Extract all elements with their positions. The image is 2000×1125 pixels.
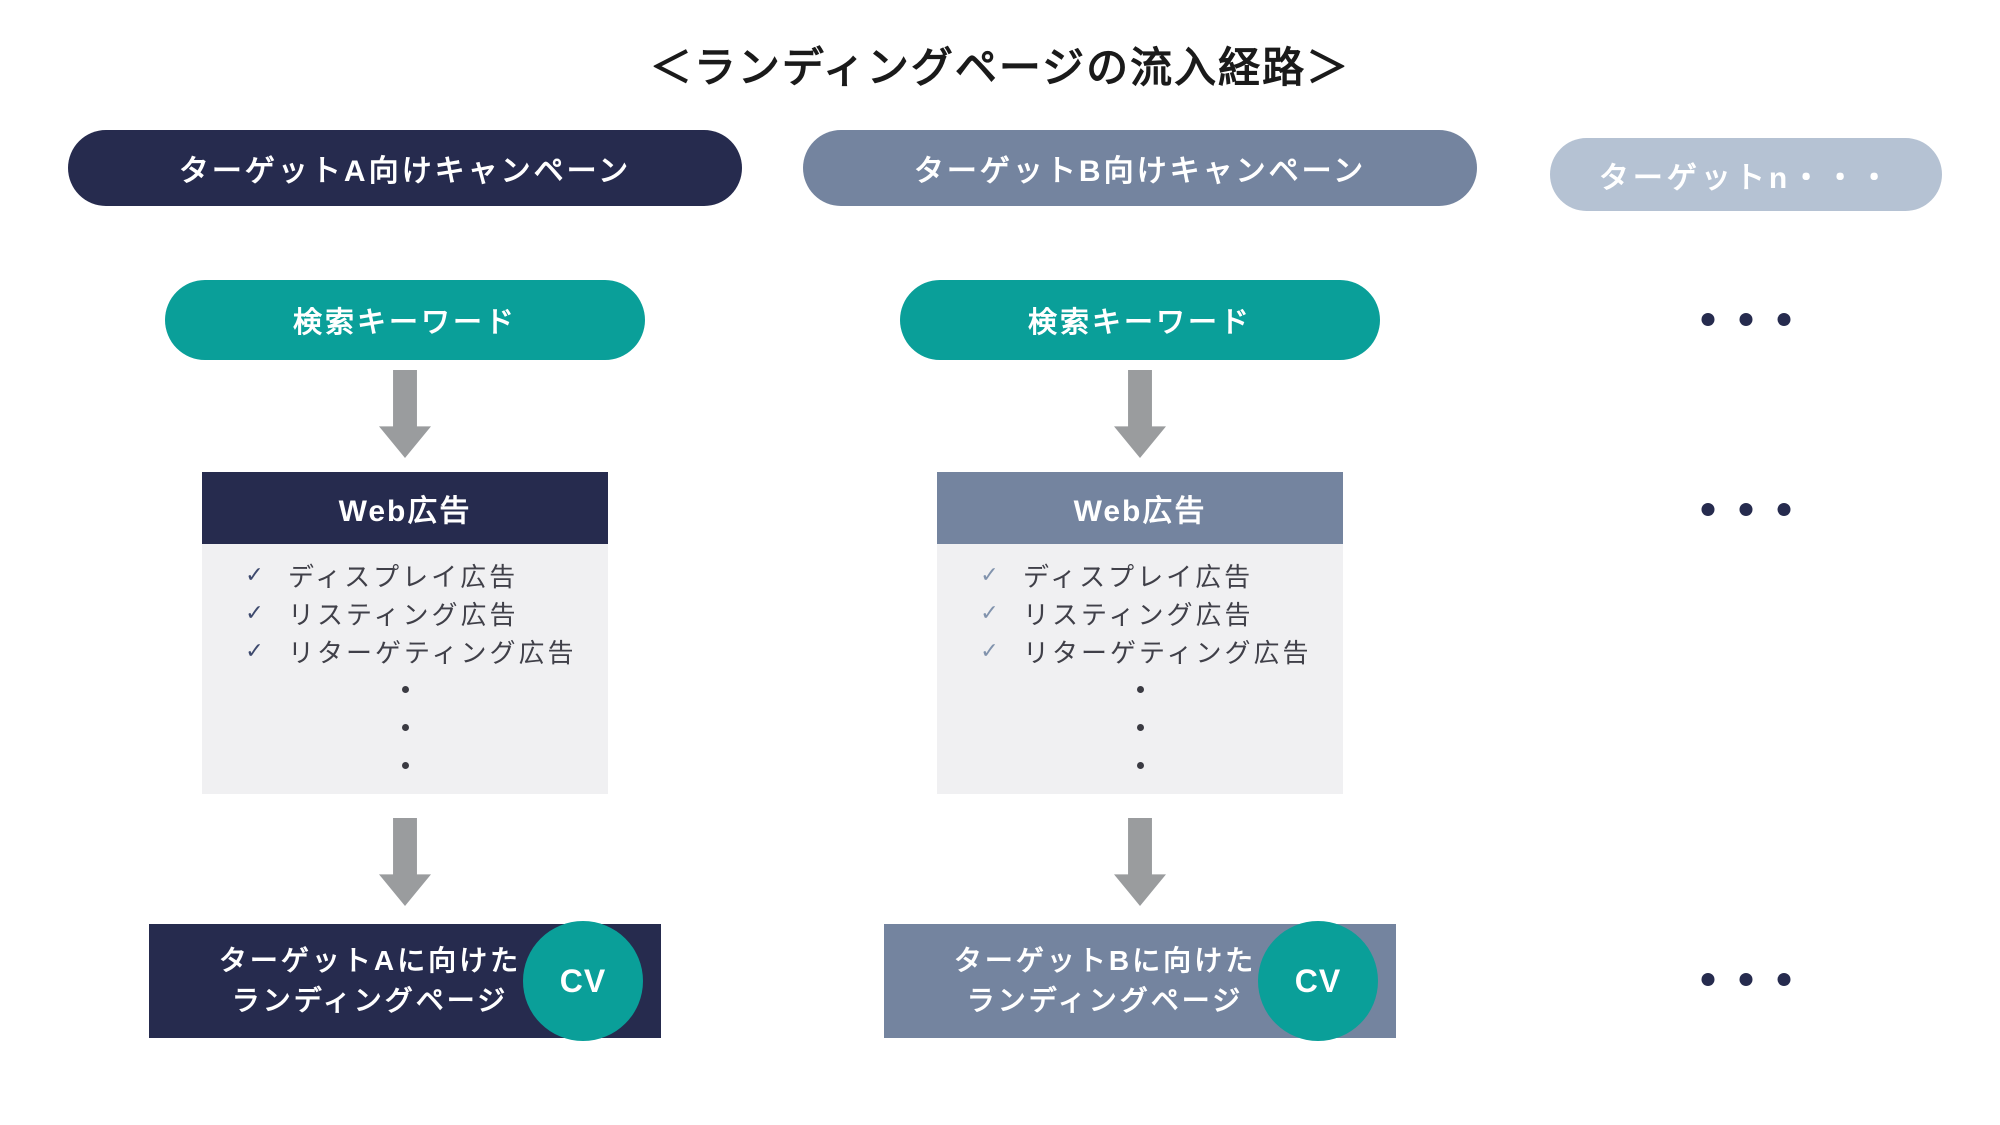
list-item-label: リターゲティング広告 bbox=[1023, 637, 1312, 668]
down-arrow-icon bbox=[379, 818, 431, 906]
web-ad-box-a: Web広告 ✓ ディスプレイ広告 ✓ リスティング広告 ✓ リターゲティング広告 bbox=[202, 472, 608, 794]
ellipsis-row bbox=[1701, 503, 1791, 516]
ellipsis-dot bbox=[202, 746, 608, 784]
web-ad-header-a: Web広告 bbox=[202, 472, 608, 544]
dot-icon bbox=[1136, 723, 1144, 731]
list-item: ✓ リターゲティング広告 bbox=[937, 632, 1343, 670]
landing-line-2: ランディングページ bbox=[966, 985, 1244, 1016]
check-icon: ✓ bbox=[980, 562, 1002, 587]
web-ad-box-b: Web広告 ✓ ディスプレイ広告 ✓ リスティング広告 ✓ リターゲティング広告 bbox=[937, 472, 1343, 794]
list-item: ✓ リターゲティング広告 bbox=[202, 632, 608, 670]
column-target-a: ターゲットA向けキャンペーン 検索キーワード Web広告 ✓ ディスプレイ広告 … bbox=[68, 130, 742, 1070]
web-ad-list-b: ✓ ディスプレイ広告 ✓ リスティング広告 ✓ リターゲティング広告 bbox=[937, 544, 1343, 794]
dot-icon bbox=[1739, 503, 1753, 516]
dot-icon bbox=[1136, 685, 1144, 693]
dot-icon bbox=[1777, 503, 1791, 516]
check-icon: ✓ bbox=[245, 600, 267, 625]
dot-icon bbox=[1701, 503, 1715, 516]
column-target-b: ターゲットB向けキャンペーン 検索キーワード Web広告 ✓ ディスプレイ広告 … bbox=[803, 130, 1477, 1070]
dot-icon bbox=[1136, 761, 1144, 769]
campaign-pill-a: ターゲットA向けキャンペーン bbox=[68, 130, 742, 206]
dot-icon bbox=[401, 761, 409, 769]
landing-line-1: ターゲットBに向けた bbox=[953, 945, 1257, 976]
dot-icon bbox=[1777, 313, 1791, 326]
ellipsis-dot bbox=[937, 670, 1343, 708]
ellipsis-dot bbox=[937, 746, 1343, 784]
cv-badge: CV bbox=[523, 921, 643, 1041]
landing-line-1: ターゲットAに向けた bbox=[218, 945, 522, 976]
keyword-pill-a: 検索キーワード bbox=[165, 280, 645, 360]
dot-icon bbox=[401, 723, 409, 731]
list-item: ✓ ディスプレイ広告 bbox=[202, 556, 608, 594]
ellipsis-row bbox=[1701, 313, 1791, 326]
list-item: ✓ ディスプレイ広告 bbox=[937, 556, 1343, 594]
campaign-pill-n: ターゲットn・・・ bbox=[1550, 138, 1942, 211]
check-icon: ✓ bbox=[980, 600, 1002, 625]
check-icon: ✓ bbox=[980, 638, 1002, 663]
down-arrow-icon bbox=[379, 370, 431, 458]
check-icon: ✓ bbox=[245, 562, 267, 587]
list-item: ✓ リスティング広告 bbox=[202, 594, 608, 632]
ellipsis-dot bbox=[202, 708, 608, 746]
ellipsis-dot bbox=[202, 670, 608, 708]
dot-icon bbox=[1701, 973, 1715, 986]
column-target-n: ターゲットn・・・ bbox=[1550, 130, 1942, 1070]
check-icon: ✓ bbox=[245, 638, 267, 663]
web-ad-list-a: ✓ ディスプレイ広告 ✓ リスティング広告 ✓ リターゲティング広告 bbox=[202, 544, 608, 794]
landing-line-2: ランディングページ bbox=[231, 985, 509, 1016]
dot-icon bbox=[1701, 313, 1715, 326]
dot-icon bbox=[401, 685, 409, 693]
dot-icon bbox=[1777, 973, 1791, 986]
down-arrow-icon bbox=[1114, 370, 1166, 458]
list-item-label: リスティング広告 bbox=[288, 599, 519, 630]
list-item-label: ディスプレイ広告 bbox=[288, 561, 519, 592]
list-item: ✓ リスティング広告 bbox=[937, 594, 1343, 632]
ellipsis-dot bbox=[937, 708, 1343, 746]
keyword-pill-b: 検索キーワード bbox=[900, 280, 1380, 360]
campaign-pill-b: ターゲットB向けキャンペーン bbox=[803, 130, 1477, 206]
list-item-label: ディスプレイ広告 bbox=[1023, 561, 1254, 592]
down-arrow-icon bbox=[1114, 818, 1166, 906]
dot-icon bbox=[1739, 313, 1753, 326]
landing-page-box-b: ターゲットBに向けた ランディングページ CV bbox=[884, 921, 1396, 1041]
web-ad-header-b: Web広告 bbox=[937, 472, 1343, 544]
list-item-label: リスティング広告 bbox=[1023, 599, 1254, 630]
page-title: ＜ランディングページの流入経路＞ bbox=[649, 44, 1351, 91]
cv-badge: CV bbox=[1258, 921, 1378, 1041]
list-item-label: リターゲティング広告 bbox=[288, 637, 577, 668]
ellipsis-row bbox=[1701, 973, 1791, 986]
landing-page-box-a: ターゲットAに向けた ランディングページ CV bbox=[149, 921, 661, 1041]
dot-icon bbox=[1739, 973, 1753, 986]
